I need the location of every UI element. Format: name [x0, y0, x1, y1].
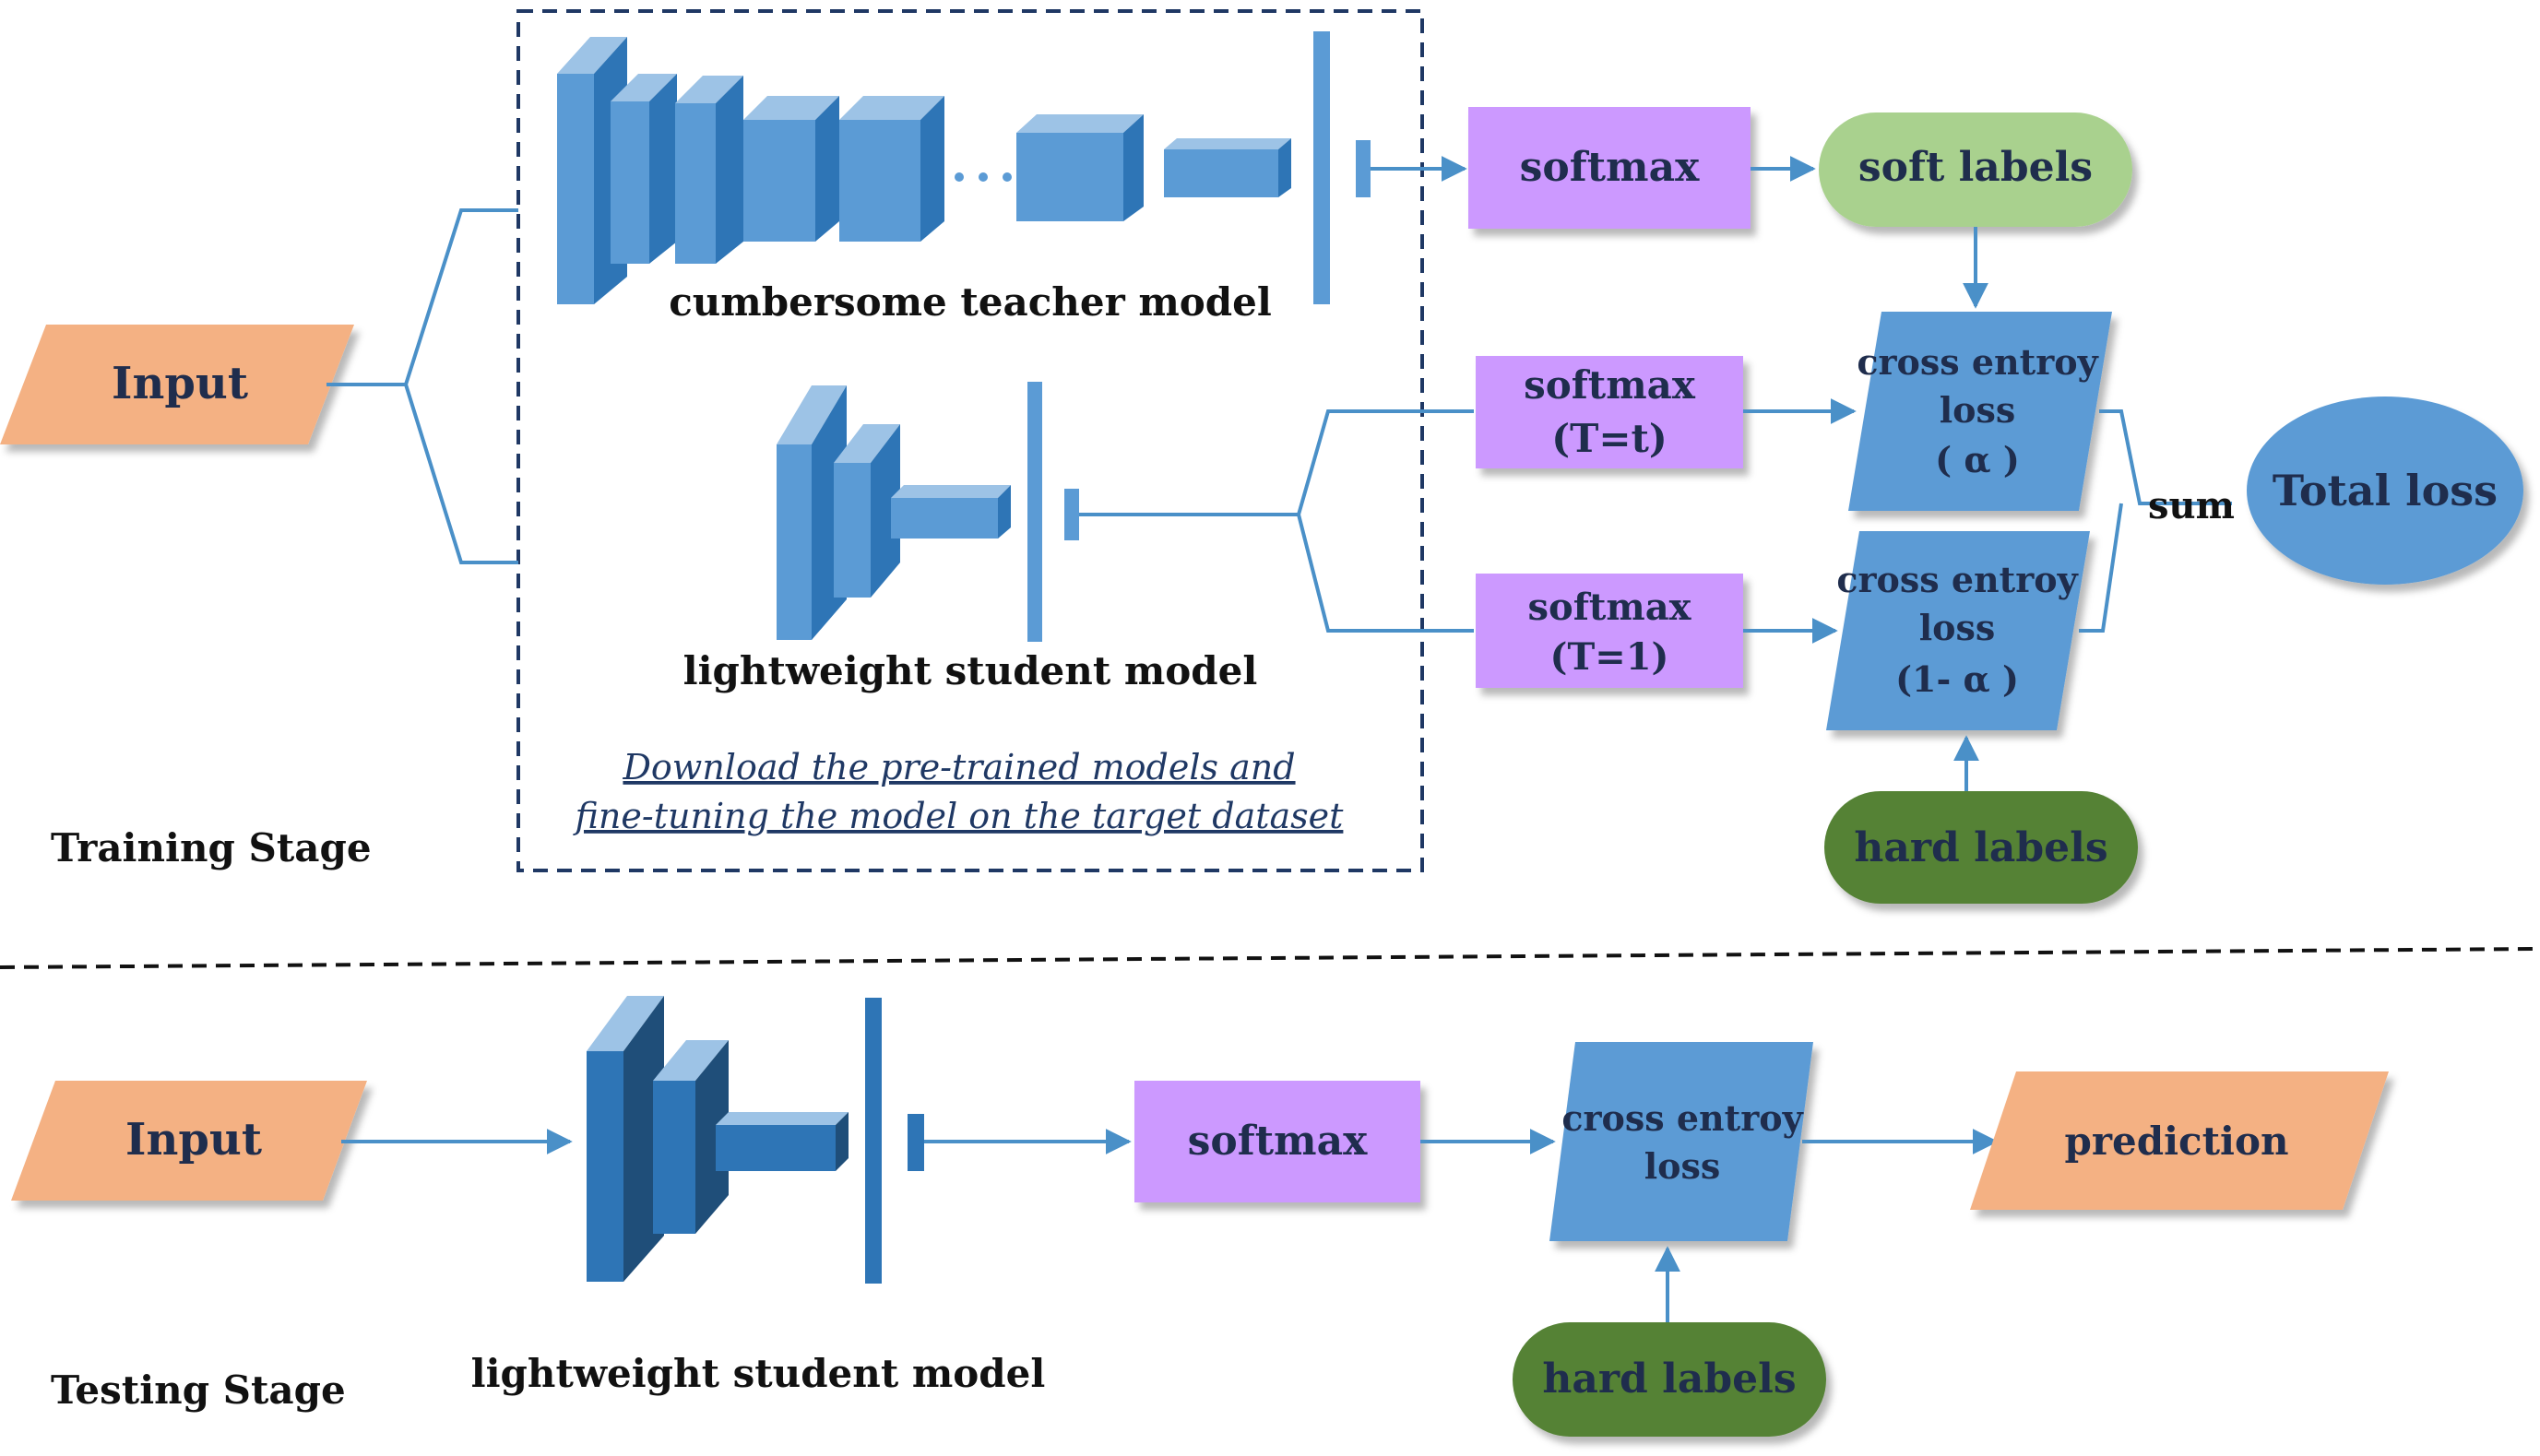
train-hard-labels-node: hard labels: [1824, 791, 2138, 904]
ce-alpha-label-3: ( α ): [1935, 439, 2020, 480]
test-input-node: Input: [11, 1081, 367, 1201]
softmax-1-node: softmax (T=1): [1476, 574, 1743, 688]
test-student-model-layers: [587, 996, 924, 1284]
test-softmax-node: softmax: [1134, 1081, 1420, 1202]
softmax-t-label-2: (T=t): [1551, 416, 1668, 461]
softmax-t-node: softmax (T=t): [1476, 356, 1743, 468]
student-model-layers: [777, 382, 1079, 642]
ce-alpha-node: cross entroy loss ( α ): [1848, 312, 2112, 511]
test-ce-label-2: loss: [1644, 1145, 1721, 1187]
ce-alpha-label-2: loss: [1940, 389, 2016, 431]
teacher-model-layers: [557, 31, 1371, 304]
soft-labels-node: soft labels: [1819, 112, 2132, 227]
soft-labels-label: soft labels: [1858, 144, 2093, 191]
ce-1alpha-label-1: cross entroy: [1836, 559, 2078, 600]
total-loss-label: Total loss: [2273, 466, 2498, 515]
ce-1alpha-node: cross entroy loss (1- α ): [1826, 531, 2090, 730]
ce-1alpha-label-2: loss: [1919, 607, 1996, 648]
prediction-node: prediction: [1970, 1071, 2389, 1210]
softmax-t-label-1: softmax: [1524, 362, 1696, 408]
test-ce-label-1: cross entroy: [1561, 1097, 1803, 1139]
test-student-model-label: lightweight student model: [471, 1351, 1046, 1396]
test-softmax-label: softmax: [1188, 1118, 1368, 1165]
total-loss-node: Total loss: [2247, 397, 2523, 585]
test-hard-labels-label: hard labels: [1542, 1355, 1796, 1403]
training-stage-label: Training Stage: [51, 825, 372, 870]
sum-label: sum: [2148, 484, 2235, 527]
model-container-dashed: [516, 9, 1424, 872]
train-input-node: Input: [0, 325, 354, 444]
test-hard-labels-node: hard labels: [1513, 1322, 1826, 1437]
train-input-label: Input: [112, 358, 248, 409]
test-input-label: Input: [125, 1114, 262, 1166]
caption-line-2: fine-tuning the model on the target data…: [573, 796, 1345, 836]
softmax-teacher-label: softmax: [1520, 144, 1700, 191]
caption-line-1: Download the pre-trained models and: [622, 747, 1295, 787]
train-hard-labels-label: hard labels: [1854, 824, 2107, 871]
teacher-model-label: cumbersome teacher model: [669, 279, 1272, 325]
stage-divider: [0, 947, 2540, 969]
prediction-label: prediction: [2064, 1119, 2288, 1164]
sum-connector: [2079, 409, 2232, 633]
ce-alpha-label-1: cross entroy: [1857, 341, 2098, 383]
softmax-1-label-2: (T=1): [1550, 635, 1669, 679]
softmax-teacher-node: softmax: [1468, 107, 1751, 229]
input-fork-connector: [326, 208, 518, 564]
ce-1alpha-label-3: (1- α ): [1895, 658, 2019, 700]
student-model-label: lightweight student model: [683, 648, 1258, 693]
student-fork-connector: [1079, 409, 1474, 633]
test-ce-node: cross entroy loss: [1549, 1042, 1813, 1241]
testing-stage-label: Testing Stage: [51, 1367, 346, 1413]
softmax-1-label-1: softmax: [1528, 586, 1692, 629]
